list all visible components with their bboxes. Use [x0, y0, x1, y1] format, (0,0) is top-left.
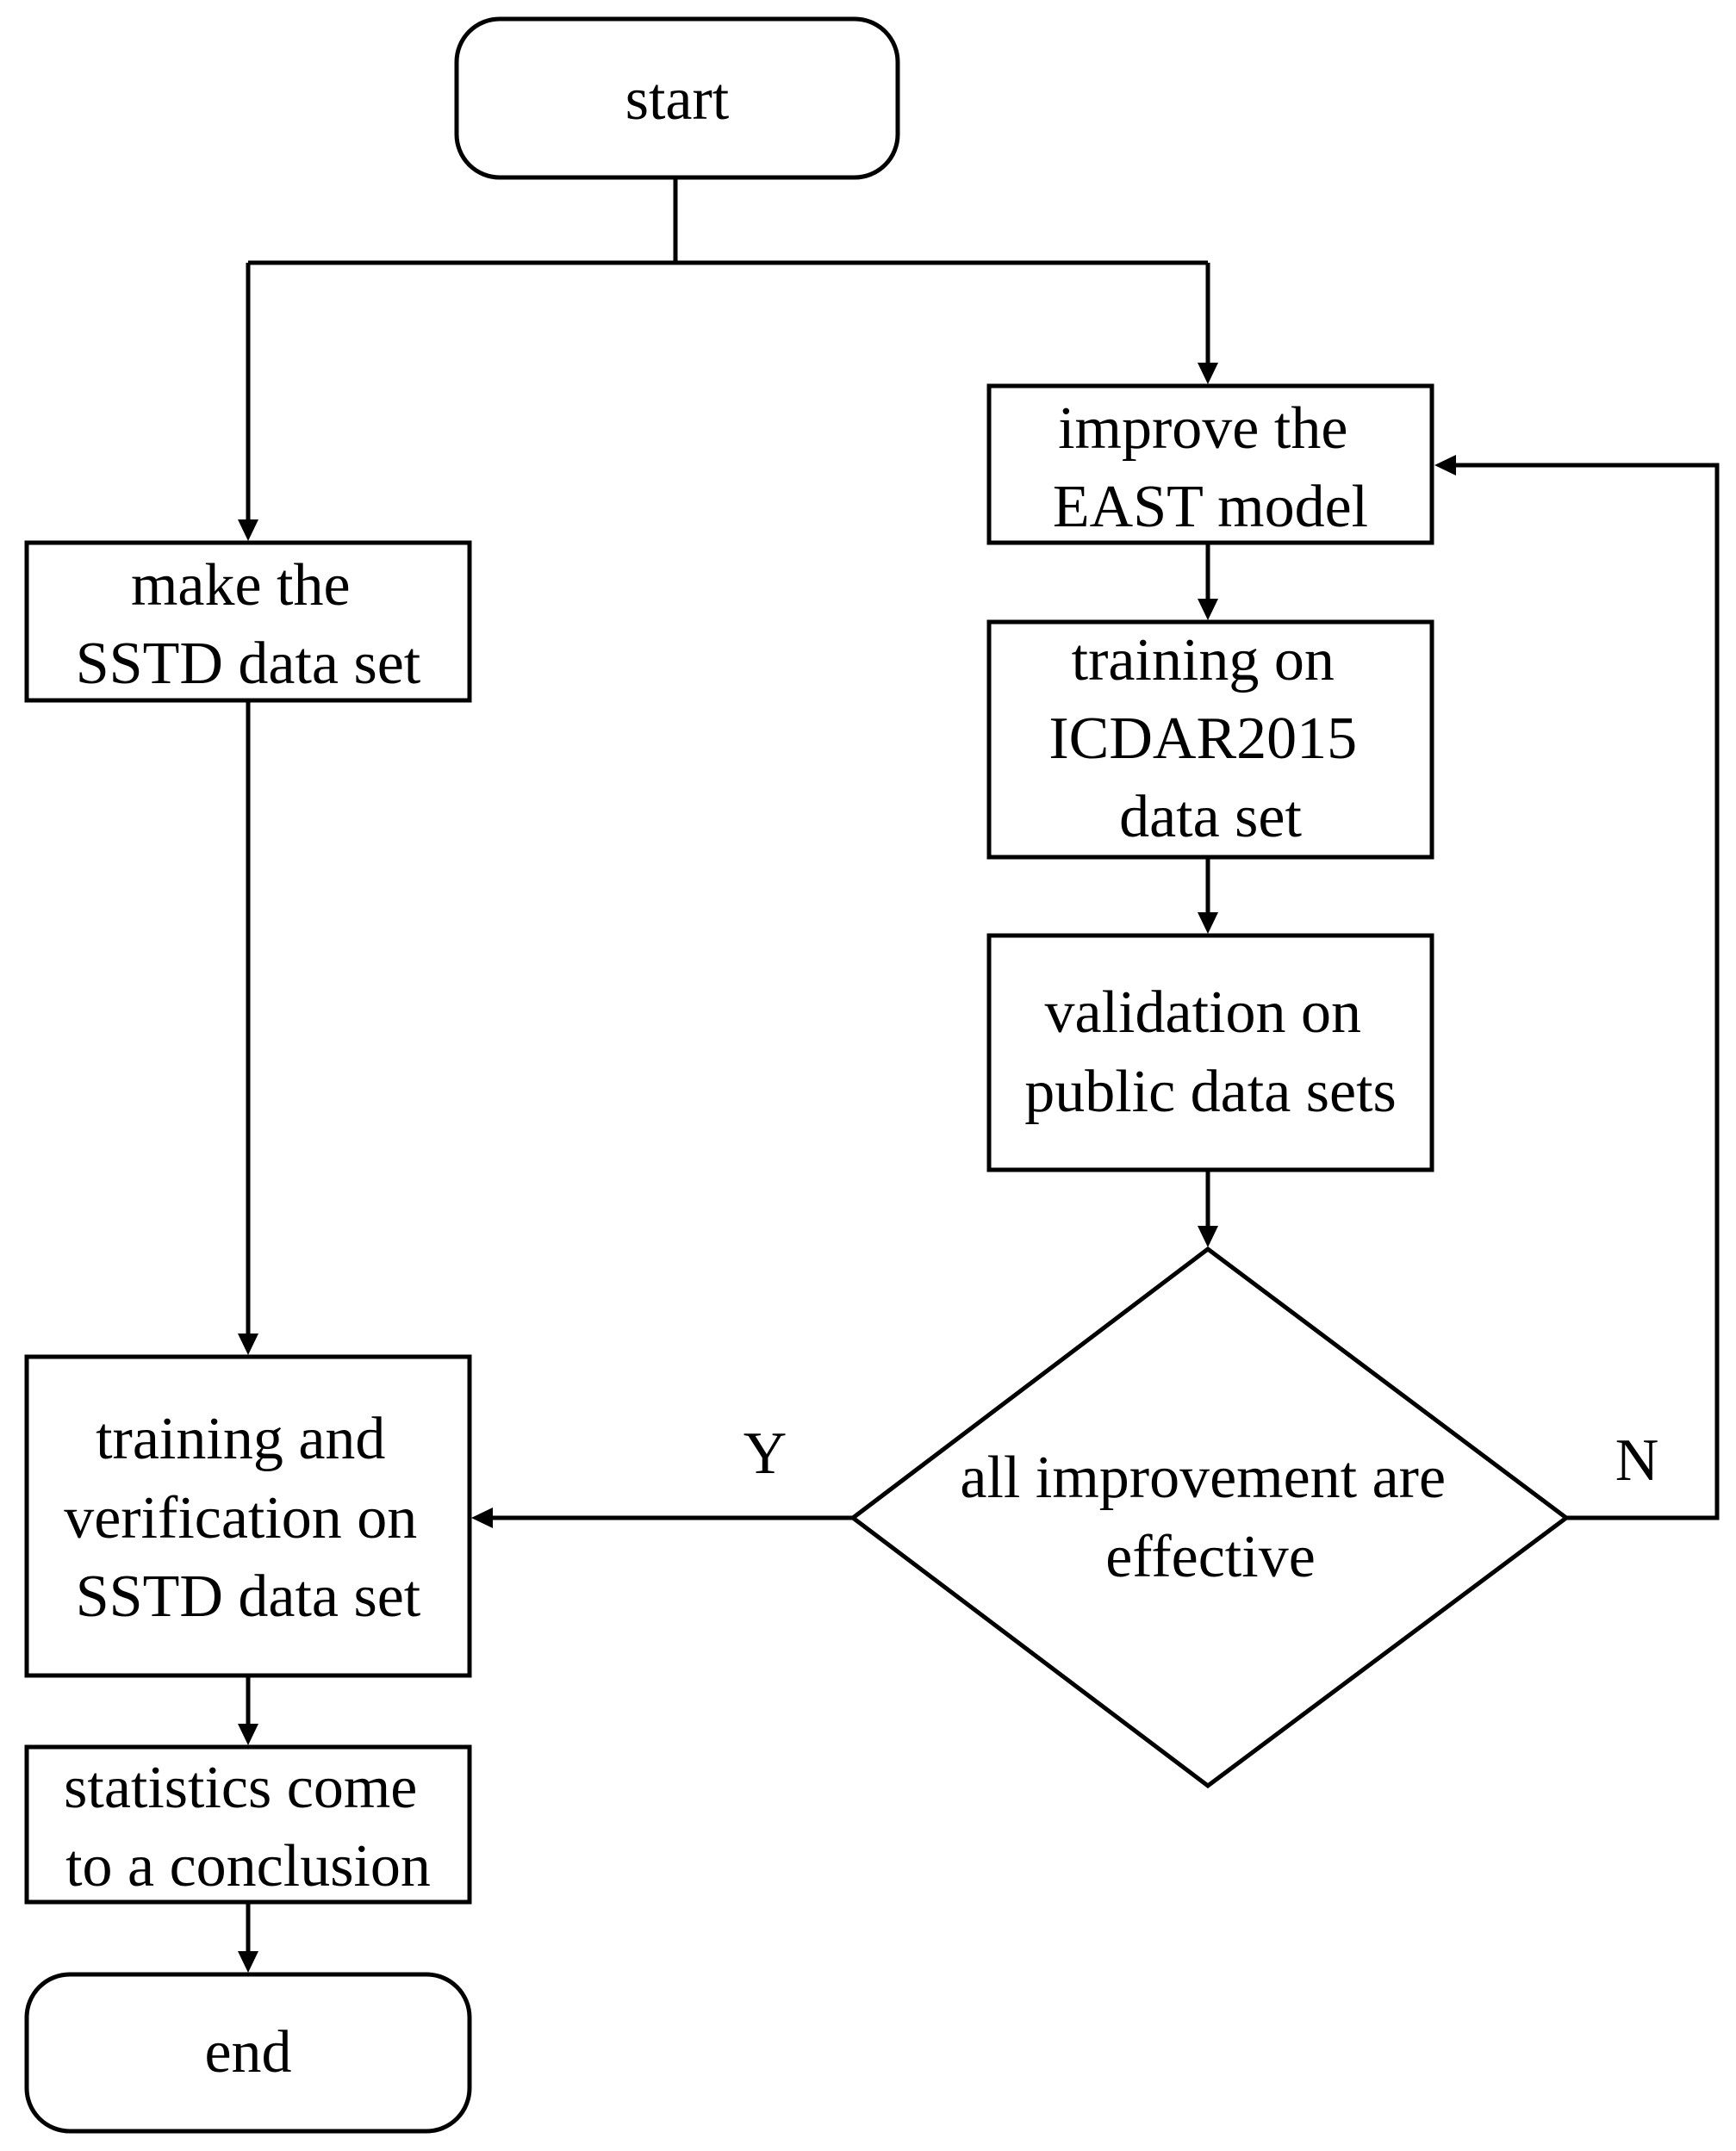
- training-sstd-box: [24, 1354, 472, 1678]
- start-node: start: [454, 16, 900, 180]
- training-icdar-label-line-2: ICDAR2015: [1048, 706, 1357, 772]
- svg-text:training on ICDAR2015: training on ICDAR2015 data set: [1048, 627, 1372, 850]
- training-sstd-label-line-2: verification on: [64, 1485, 417, 1551]
- start-label: start: [625, 66, 730, 133]
- training-icdar-node: training on ICDAR2015 data set: [986, 619, 1434, 860]
- arrow-loop-to-improve: [1434, 455, 1456, 476]
- validation-node: validation on public data sets: [986, 933, 1434, 1172]
- training-icdar-label-line-1: training on: [1072, 627, 1335, 693]
- svg-text:make the SSTD data set: make the SSTD data set: [76, 552, 421, 697]
- statistics-node: statistics come to a conclusion: [24, 1744, 472, 1905]
- arrow-to-end: [238, 1951, 258, 1973]
- statistics-box: [24, 1744, 472, 1905]
- arrow-to-training-icdar: [1198, 599, 1218, 620]
- decision-label-line-1: all improvement are: [960, 1445, 1446, 1511]
- connectors: [238, 177, 1720, 1973]
- validation-box: [986, 933, 1434, 1172]
- end-terminal-shape: [24, 1972, 472, 2134]
- decision-label-line-2: effective: [1105, 1524, 1316, 1590]
- training-icdar-label-line-3: data set: [1119, 784, 1302, 850]
- arrow-yes-to-training-sstd: [471, 1508, 493, 1528]
- arrow-to-validation: [1198, 912, 1218, 934]
- make-dataset-box: [24, 540, 472, 703]
- decision-node: all improvement are effective: [849, 1246, 1571, 1789]
- svg-text:improve the EAST model: improve the EAST model: [1053, 395, 1368, 540]
- edge-label-yes: Y: [744, 1421, 787, 1487]
- improve-model-label-line-1: improve the: [1058, 395, 1347, 462]
- training-sstd-node: training and verification on SSTD data s…: [24, 1354, 472, 1678]
- end-node: end: [24, 1972, 472, 2134]
- validation-label-line-2: public data sets: [1024, 1059, 1397, 1125]
- make-dataset-node: make the SSTD data set: [24, 540, 472, 703]
- training-icdar-box: [986, 619, 1434, 860]
- statistics-label-line-1: statistics come: [64, 1755, 417, 1821]
- decision-diamond: [849, 1246, 1571, 1789]
- arrow-to-decision: [1198, 1226, 1218, 1247]
- start-terminal-shape: [454, 16, 900, 180]
- end-label: end: [204, 2019, 291, 2086]
- svg-text:validation on public dat: validation on public data sets: [1024, 979, 1397, 1125]
- connector-decision-no-loop: [1454, 463, 1720, 1520]
- arrow-to-make-dataset: [238, 519, 258, 541]
- improve-model-node: improve the EAST model: [986, 383, 1434, 545]
- make-dataset-label-line-1: make the: [131, 552, 351, 619]
- arrow-to-training-sstd: [238, 1333, 258, 1355]
- make-dataset-label-line-2: SSTD data set: [76, 631, 421, 697]
- svg-text:statistics come to a con: statistics come to a conclusion: [64, 1755, 432, 1899]
- svg-text:training and verificatio: training and verification on SSTD data s…: [64, 1406, 432, 1630]
- svg-text:end: end: [204, 2019, 291, 2086]
- svg-text:all improvement are effe: all improvement are effective: [960, 1445, 1460, 1590]
- improve-model-label-line-2: EAST model: [1053, 474, 1368, 540]
- improve-model-box: [986, 383, 1434, 545]
- statistics-label-line-2: to a conclusion: [65, 1833, 431, 1899]
- validation-label-line-1: validation on: [1045, 979, 1361, 1046]
- training-sstd-label-line-3: SSTD data set: [76, 1564, 421, 1630]
- edge-label-no: N: [1615, 1427, 1659, 1494]
- arrow-to-improve-model: [1198, 363, 1218, 384]
- svg-text:start: start: [625, 66, 730, 133]
- arrow-to-statistics: [238, 1724, 258, 1745]
- training-sstd-label-line-1: training and: [96, 1406, 385, 1472]
